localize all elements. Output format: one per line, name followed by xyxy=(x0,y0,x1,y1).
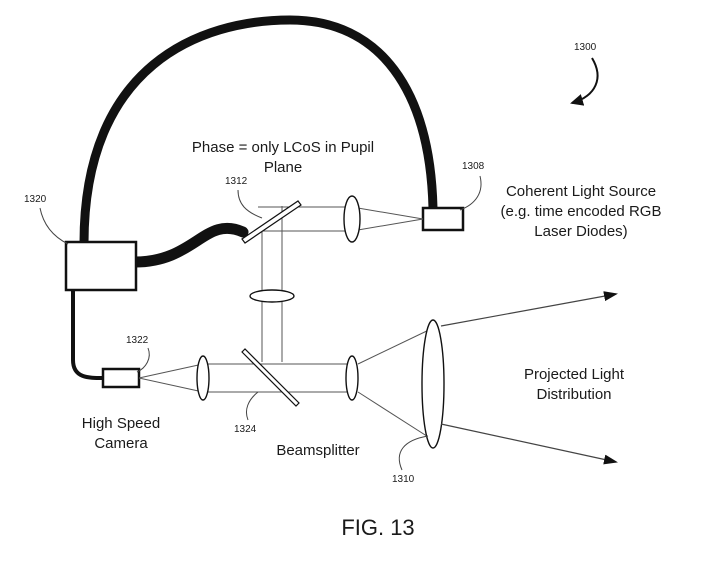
relay-lens xyxy=(249,289,295,303)
expansion-cone xyxy=(357,327,434,441)
light-source-box xyxy=(421,206,465,232)
controller-ref: 1320 xyxy=(24,194,47,205)
beamsplitter-label: Beamsplitter xyxy=(276,442,359,459)
controller-box xyxy=(64,240,138,292)
beamsplitter-element xyxy=(241,348,300,407)
camera-label-line-2: Camera xyxy=(94,435,148,452)
figure-caption: FIG. 13 xyxy=(341,515,414,540)
light-source-label-line-3: Laser Diodes) xyxy=(534,223,627,240)
projection-relay-lens xyxy=(345,355,359,401)
control-cable-lcos xyxy=(129,222,249,268)
beamsplitter-ref: 1324 xyxy=(234,424,257,435)
projection-label-line-2: Distribution xyxy=(536,386,611,403)
projection-arrow-upper xyxy=(440,291,618,327)
projection-label-line-1: Projected Light xyxy=(524,366,625,383)
beamsplitter-ref-leader xyxy=(245,391,259,421)
source-beam-collimated xyxy=(258,206,352,232)
light-source-ref: 1308 xyxy=(462,161,485,172)
projection-lens-ref: 1310 xyxy=(392,474,415,485)
light-source-label-line-1: Coherent Light Source xyxy=(506,183,656,200)
projection-lens xyxy=(421,319,445,449)
fiber-cable-arc xyxy=(79,15,438,248)
projection-lens-ref-leader xyxy=(398,435,429,471)
source-beam-cone xyxy=(351,206,424,232)
figure-ref-1300: 1300 xyxy=(574,42,597,53)
projection-arrow-lower xyxy=(440,423,618,465)
controller-ref-leader xyxy=(39,207,69,245)
camera-label-line-1: High Speed xyxy=(82,415,160,432)
camera-cable xyxy=(71,290,104,380)
camera-lens xyxy=(196,355,210,401)
camera-ref-leader xyxy=(136,347,150,373)
lcos-ref: 1312 xyxy=(225,176,248,187)
lcos-mirror xyxy=(241,200,302,244)
camera-ref: 1322 xyxy=(126,335,149,346)
figure-ref-arrow xyxy=(570,57,599,106)
lcos-label-line-1: Phase = only LCoS in Pupil xyxy=(192,139,374,156)
light-source-label-line-2: (e.g. time encoded RGB xyxy=(501,203,662,220)
collimating-lens xyxy=(343,195,361,243)
lcos-label-line-2: Plane xyxy=(264,159,302,176)
lcos-ref-leader xyxy=(237,189,263,219)
main-beam xyxy=(203,363,352,393)
light-source-ref-leader xyxy=(459,175,482,211)
camera-box xyxy=(101,367,141,389)
camera-beam-cone xyxy=(138,363,204,393)
